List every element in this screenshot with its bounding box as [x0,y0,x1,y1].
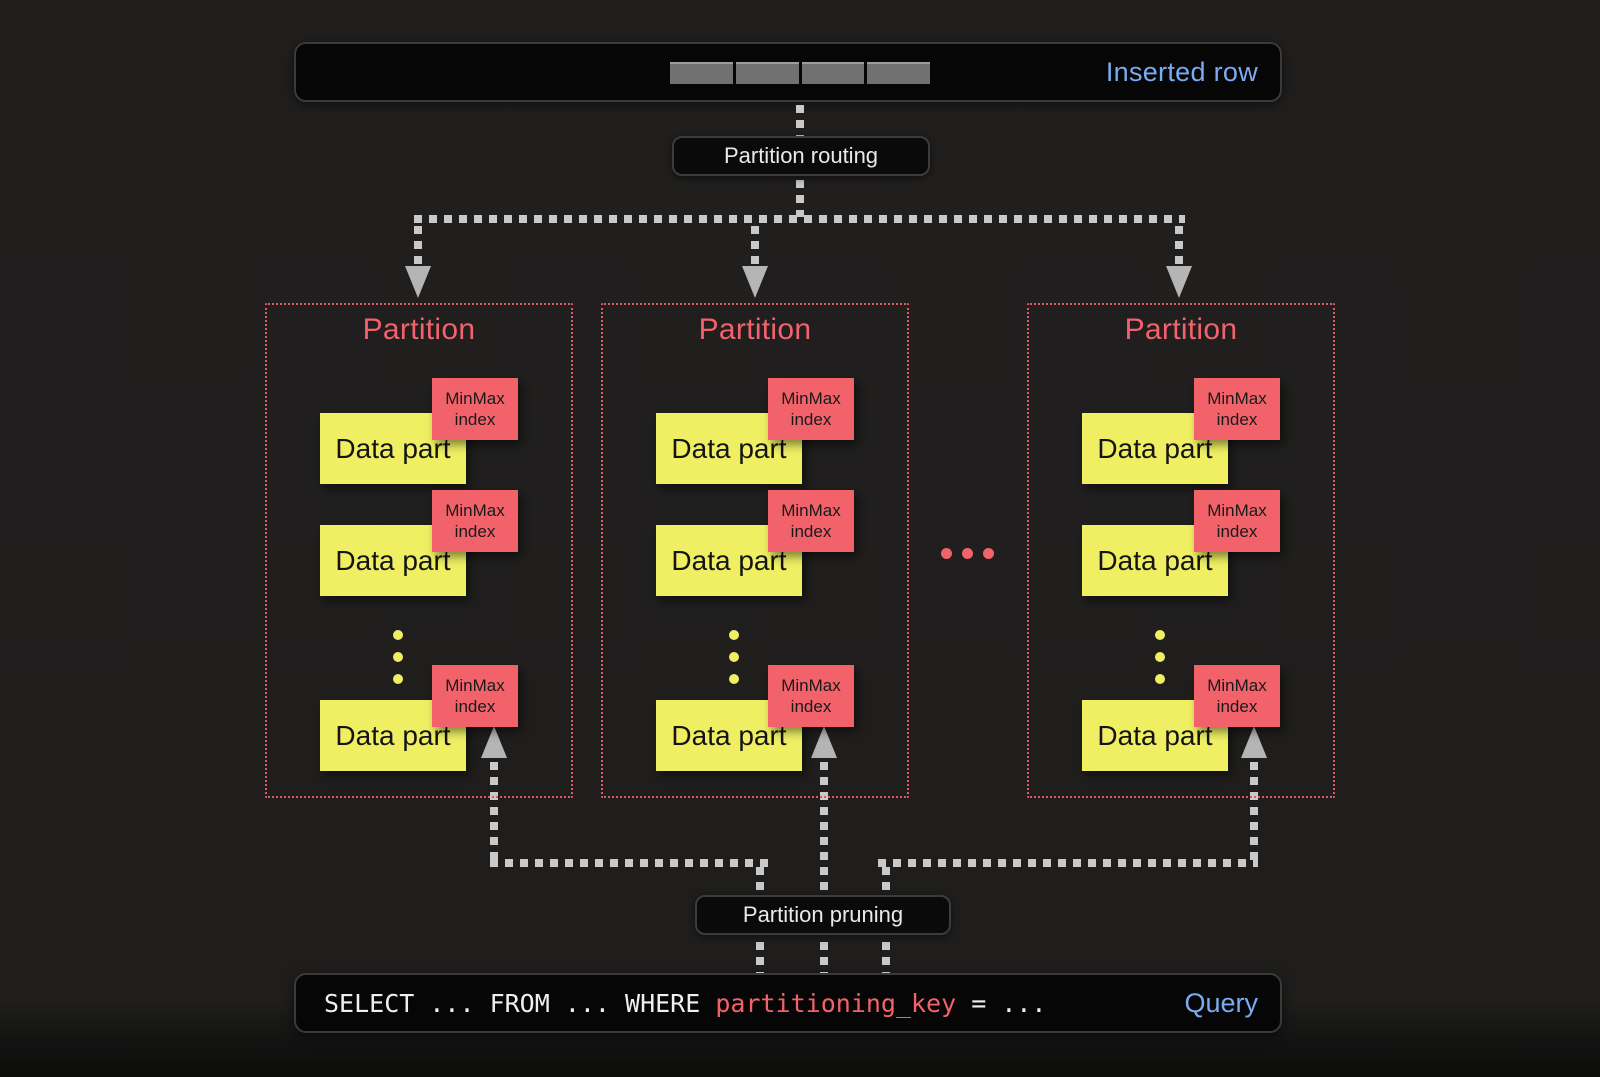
minmax-index-label: MinMax index [445,675,505,716]
pruning-line-vertical-3 [1250,762,1258,863]
arrow-down-icon [1166,266,1192,298]
partition-gap-ellipsis-dot [962,548,973,559]
minmax-index-label: MinMax index [1207,388,1267,429]
data-part-label: Data part [1097,544,1213,576]
data-part-label: Data part [671,544,787,576]
query-bar: SELECT ... FROM ... WHERE partitioning_k… [294,973,1282,1033]
data-part-label: Data part [1097,719,1213,751]
partition-gap-ellipsis-dot [941,548,952,559]
sql-prefix: SELECT ... FROM ... WHERE [324,988,716,1018]
data-part-label: Data part [1097,432,1213,464]
minmax-index-label: MinMax index [1207,500,1267,541]
minmax-index-tag: MinMax index [1194,665,1280,727]
minmax-index-tag: MinMax index [768,665,854,727]
pruning-line-horizontal-left [490,859,772,867]
more-parts-ellipsis-dot [393,674,403,684]
partition-routing-pill: Partition routing [672,136,930,176]
arrow-up-icon [811,726,837,758]
data-part: Data part [656,413,802,484]
minmax-index-tag: MinMax index [432,378,518,440]
sql-text: SELECT ... FROM ... WHERE partitioning_k… [324,989,1046,1018]
data-part-label: Data part [335,544,451,576]
more-parts-ellipsis-dot [1155,630,1165,640]
partition-pruning-label: Partition pruning [742,902,904,927]
partition-routing-label: Partition routing [723,143,879,168]
inserted-row-label: Inserted row [1105,56,1258,87]
more-parts-ellipsis-dot [729,652,739,662]
arrow-up-icon [481,726,507,758]
minmax-index-tag: MinMax index [768,378,854,440]
query-label: Query [1184,987,1258,1018]
data-part-label: Data part [335,719,451,751]
row-cell [801,62,865,84]
partition-gap-ellipsis-dot [983,548,994,559]
sql-partitioning-key: partitioning_key [715,988,957,1018]
more-parts-ellipsis-dot [393,630,403,640]
partition-title: Partition [698,313,812,346]
more-parts-ellipsis-dot [393,652,403,662]
inserted-row-bar: Inserted row [294,42,1282,102]
partition-pruning-pill: Partition pruning [695,895,951,935]
minmax-index-tag: MinMax index [432,490,518,552]
partition-box-2: Partition Data part MinMax index Data pa… [601,303,909,798]
minmax-index-label: MinMax index [445,388,505,429]
pruning-line-vertical-1 [490,762,498,863]
minmax-index-tag: MinMax index [432,665,518,727]
sql-suffix: = ... [956,988,1047,1018]
minmax-index-label: MinMax index [781,675,841,716]
more-parts-ellipsis-dot [729,630,739,640]
more-parts-ellipsis-dot [1155,674,1165,684]
routing-line-horizontal [414,215,1185,223]
arrow-down-icon [405,266,431,298]
data-part-label: Data part [671,719,787,751]
inserted-row-cells [670,62,930,84]
minmax-index-tag: MinMax index [1194,490,1280,552]
minmax-index-label: MinMax index [445,500,505,541]
data-part: Data part [1082,700,1228,771]
row-cell [735,62,799,84]
minmax-index-tag: MinMax index [1194,378,1280,440]
more-parts-ellipsis-dot [1155,652,1165,662]
more-parts-ellipsis-dot [729,674,739,684]
pruning-line-vertical-2 [820,762,828,973]
pruning-line-horizontal-right [878,859,1258,867]
partition-title: Partition [1124,313,1238,346]
row-cell [670,62,733,84]
arrow-up-icon [1241,726,1267,758]
routing-drop-line-3 [1175,226,1183,268]
partition-box-3: Partition Data part MinMax index Data pa… [1027,303,1335,798]
minmax-index-label: MinMax index [781,500,841,541]
minmax-index-label: MinMax index [781,388,841,429]
minmax-index-tag: MinMax index [768,490,854,552]
data-part-label: Data part [335,432,451,464]
partition-title: Partition [362,313,476,346]
routing-drop-line-2 [751,226,759,268]
arrow-down-icon [742,266,768,298]
data-part-label: Data part [671,432,787,464]
row-cell [867,62,930,84]
partition-box-1: Partition Data part MinMax index Data pa… [265,303,573,798]
routing-drop-line-1 [414,226,422,268]
minmax-index-label: MinMax index [1207,675,1267,716]
